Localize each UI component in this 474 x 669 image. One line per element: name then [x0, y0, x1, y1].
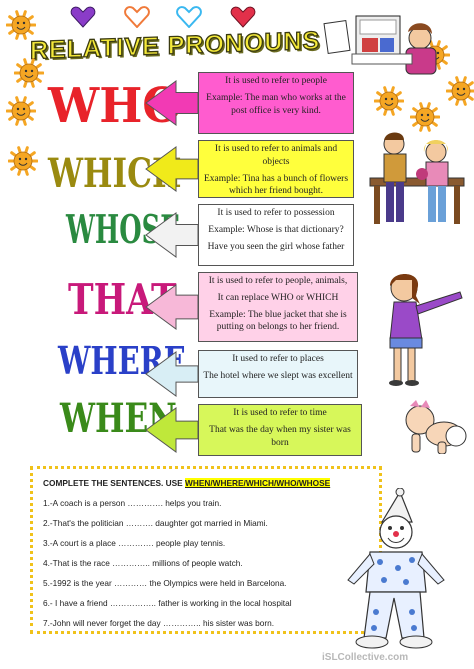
definition-text: It used to refer to places: [232, 354, 324, 364]
sun-icon: [374, 86, 404, 116]
exercise-sentence: 2.-That's the politician ………. daughter g…: [43, 518, 268, 528]
sun-icon: [6, 10, 36, 40]
page-title: RELATIVE PRONOUNS: [29, 26, 321, 65]
sun-icon: [14, 58, 44, 88]
heart-icon: [230, 6, 256, 28]
clown-clipart: [347, 488, 445, 649]
example-text: Example: The man who works at the post o…: [206, 92, 346, 116]
exercise-sentence: 7.-John will never forget the day …………..…: [43, 618, 275, 628]
definition-text: It is used to refer to possession: [217, 208, 335, 218]
watermark: iSLCollective.com: [322, 652, 409, 663]
heart-icon: [124, 6, 150, 28]
crawling-baby-clipart: [405, 400, 467, 454]
definition-text: It is used to refer to people: [225, 76, 327, 86]
definition-box: It is used to refer to animals and objec…: [198, 140, 354, 198]
pronoun-list: WHEN/WHERE/WHICH/WHO/WHOSE: [185, 478, 331, 488]
example-text: Example: The blue jacket that she is put…: [209, 309, 347, 333]
exercise-title: COMPLETE THE SENTENCES. USE WHEN/WHERE/W…: [43, 478, 331, 488]
example-text: It can replace WHO or WHICH: [217, 292, 339, 303]
definition-box: It is used to refer to people, animals, I…: [198, 272, 358, 342]
sun-icon: [6, 96, 36, 126]
definition-text: It is used to refer to animals and objec…: [214, 144, 338, 167]
example-text: Example: Tina has a bunch of flowers whi…: [203, 173, 349, 197]
exercise-sentence: 5.-1992 is the year ………… the Olympics we…: [43, 578, 287, 588]
sun-icon: [8, 146, 38, 176]
example-text: That was the day when my sister was born: [209, 424, 351, 448]
couple-on-bench-clipart: [369, 132, 465, 224]
exercise-sentence: 6.- I have a friend …………….. father is wo…: [43, 598, 292, 608]
definition-text: It is used to refer to people, animals,: [208, 276, 348, 286]
arrow-which: It is used to refer to animals and objec…: [145, 140, 354, 198]
newspaper-reader-clipart: [323, 15, 437, 75]
pronoun-which: WHICH: [48, 150, 182, 197]
definition-text: It is used to refer to time: [233, 408, 327, 418]
sun-icon: [446, 76, 474, 106]
girl-pointing-clipart: [389, 274, 463, 386]
example-text: The hotel where we slept was excellent: [203, 370, 353, 381]
exercise-sentence: 1.-A coach is a person …………. helps you t…: [43, 498, 222, 508]
pronoun-where: WHERE: [58, 338, 186, 383]
exercise-sentence: 3.-A court is a place …………. people play …: [43, 538, 226, 548]
exercise-sentence: 4.-That is the race ………….. millions of p…: [43, 558, 243, 568]
heart-icon: [70, 6, 96, 28]
example-text: Have you seen the girl whose father: [207, 241, 345, 252]
exercise-box: COMPLETE THE SENTENCES. USE WHEN/WHERE/W…: [30, 466, 382, 634]
pronoun-whose: WHOSE: [66, 207, 180, 253]
sun-icon: [410, 102, 440, 132]
example-text: Example: Whose is that dictionary?: [208, 224, 344, 235]
arrow-that: It is used to refer to people, animals, I…: [145, 272, 358, 342]
heart-icon: [176, 6, 202, 28]
